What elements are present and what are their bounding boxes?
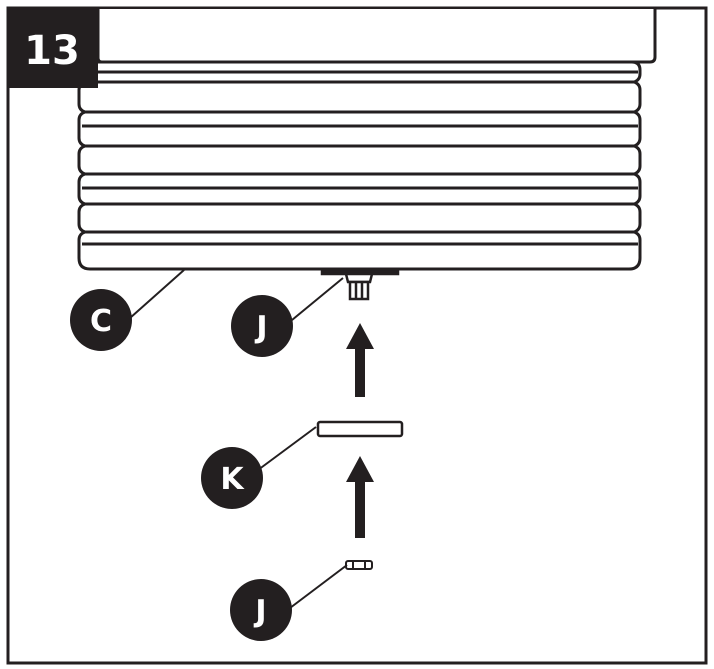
callout-j-lower-label: J	[253, 594, 266, 629]
callout-j-lower: J	[230, 579, 292, 641]
callout-k: K	[201, 447, 263, 509]
mounting-bolt-j	[320, 267, 400, 301]
callout-c: C	[70, 289, 132, 351]
step-number: 13	[24, 28, 80, 74]
callout-c-label: C	[90, 304, 112, 339]
up-arrow-icon	[346, 456, 374, 538]
step-number-badge: 13	[8, 8, 98, 88]
callout-k-label: K	[220, 462, 245, 497]
nut-j	[345, 560, 373, 570]
tank-body-c	[77, 60, 642, 271]
callout-j-upper-label: J	[254, 310, 267, 345]
tank-top-plate	[96, 9, 657, 64]
washer-k	[316, 420, 404, 438]
leader-lines	[129, 269, 348, 609]
up-arrow-icon	[346, 323, 374, 397]
callout-j-upper: J	[231, 295, 293, 357]
